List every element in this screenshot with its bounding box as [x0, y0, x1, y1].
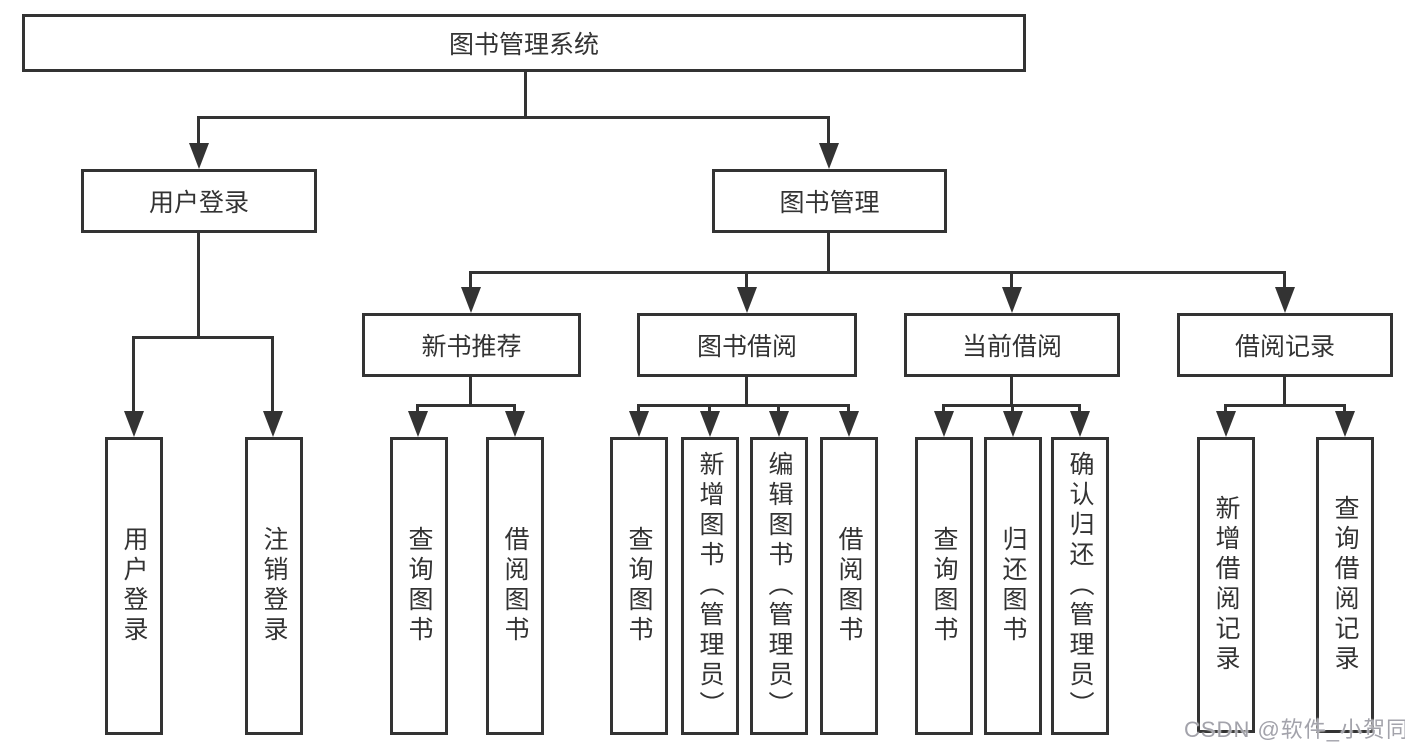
csdn-watermark: CSDN @软件_小贺同学	[1184, 717, 1405, 742]
connector	[827, 233, 830, 273]
leaf-return-books: 归还图书	[984, 437, 1042, 735]
node-label: 图书管理	[779, 189, 880, 217]
arrow-head	[700, 411, 720, 437]
arrow-head	[1070, 411, 1090, 437]
node-book-management: 图书管理	[712, 169, 947, 233]
leaf-query-books-borrow: 查询图书	[610, 437, 668, 735]
connector	[708, 404, 711, 413]
leaf-borrow-books-recommend: 借阅图书	[486, 437, 544, 735]
leaf-edit-book-admin: 编辑图书（管理员）	[750, 437, 808, 735]
arrow-head	[408, 411, 428, 437]
connector	[1343, 404, 1346, 413]
arrow-head	[124, 411, 144, 437]
connector	[471, 271, 1286, 274]
node-label: 当前借阅	[961, 333, 1062, 361]
arrow-head	[505, 411, 525, 437]
connector	[1283, 271, 1286, 289]
connector	[745, 377, 748, 406]
node-label: 新增借阅记录	[1212, 495, 1240, 675]
arrow-head	[1275, 287, 1295, 313]
connector	[133, 336, 274, 339]
node-label: 确认归还（管理员）	[1066, 451, 1094, 721]
connector	[416, 404, 419, 413]
connector	[637, 404, 640, 413]
arrow-head	[1003, 411, 1023, 437]
connector	[1078, 404, 1081, 413]
node-label: 编辑图书（管理员）	[765, 451, 793, 721]
arrow-head	[629, 411, 649, 437]
arrow-head	[189, 143, 209, 169]
node-label: 用户登录	[148, 189, 249, 217]
connector	[1224, 404, 1227, 413]
connector	[745, 271, 748, 289]
connector	[777, 404, 780, 413]
node-book-borrow: 图书借阅	[637, 313, 857, 377]
connector	[199, 116, 829, 119]
node-label: 归还图书	[999, 526, 1027, 646]
connector	[513, 404, 516, 413]
connector	[1283, 377, 1286, 406]
arrow-head	[769, 411, 789, 437]
node-label: 图书借阅	[696, 333, 797, 361]
connector	[132, 336, 135, 413]
node-label: 用户登录	[120, 526, 148, 646]
node-label: 新增图书（管理员）	[696, 451, 724, 721]
connector	[271, 336, 274, 413]
arrow-head	[839, 411, 859, 437]
arrow-head	[934, 411, 954, 437]
connector	[417, 404, 516, 407]
leaf-user-login: 用户登录	[105, 437, 163, 735]
node-label: 借阅图书	[835, 526, 863, 646]
node-label: 查询图书	[625, 526, 653, 646]
node-new-book-recommend: 新书推荐	[362, 313, 581, 377]
connector	[638, 404, 850, 407]
node-label: 图书管理系统	[448, 31, 599, 59]
leaf-confirm-return-admin: 确认归还（管理员）	[1051, 437, 1109, 735]
arrow-head	[1002, 287, 1022, 313]
leaf-query-books-current: 查询图书	[915, 437, 973, 735]
connector	[847, 404, 850, 413]
node-label: 借阅记录	[1234, 333, 1335, 361]
node-label: 查询借阅记录	[1331, 495, 1359, 675]
node-label: 查询图书	[405, 526, 433, 646]
node-current-borrow: 当前借阅	[904, 313, 1120, 377]
arrow-head	[1335, 411, 1355, 437]
node-borrow-records: 借阅记录	[1177, 313, 1393, 377]
node-label: 查询图书	[930, 526, 958, 646]
connector	[524, 72, 527, 118]
connector	[1011, 404, 1014, 413]
leaf-add-borrow-record: 新增借阅记录	[1197, 437, 1255, 733]
connector	[1010, 271, 1013, 289]
connector	[1010, 377, 1013, 406]
leaf-borrow-books-borrow: 借阅图书	[820, 437, 878, 735]
connector	[827, 116, 830, 145]
arrow-head	[461, 287, 481, 313]
leaf-query-books-recommend: 查询图书	[390, 437, 448, 735]
node-label: 借阅图书	[501, 526, 529, 646]
leaf-add-book-admin: 新增图书（管理员）	[681, 437, 739, 735]
leaf-query-borrow-record: 查询借阅记录	[1316, 437, 1374, 733]
node-root-library-system: 图书管理系统	[22, 14, 1026, 72]
leaf-logout: 注销登录	[245, 437, 303, 735]
arrow-head	[263, 411, 283, 437]
connector	[942, 404, 945, 413]
node-label: 新书推荐	[421, 333, 522, 361]
connector	[197, 116, 200, 145]
arrow-head	[737, 287, 757, 313]
connector	[469, 271, 472, 289]
arrow-head	[1216, 411, 1236, 437]
connector	[1225, 404, 1346, 407]
connector	[197, 233, 200, 338]
node-label: 注销登录	[260, 526, 288, 646]
connector	[469, 377, 472, 406]
node-user-login: 用户登录	[81, 169, 317, 233]
arrow-head	[819, 143, 839, 169]
